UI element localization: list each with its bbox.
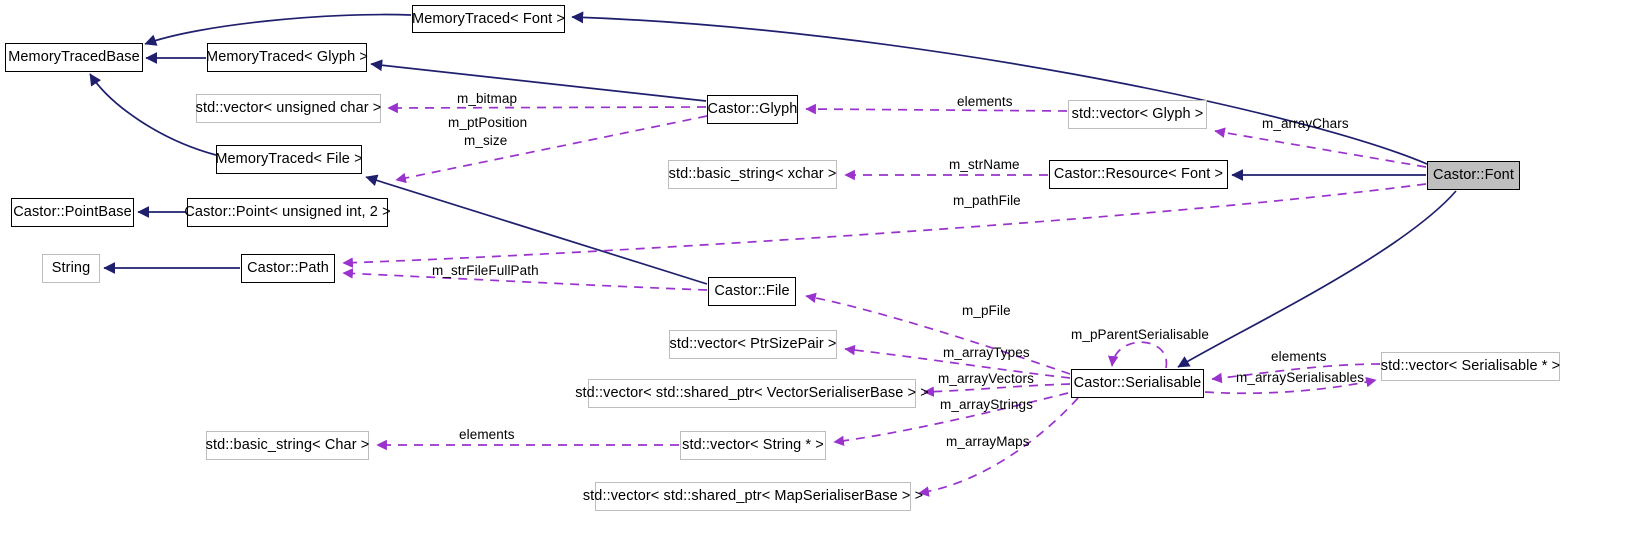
edge-label-m-ptposition: m_ptPosition <box>448 115 528 130</box>
node-castor-path[interactable]: Castor::Path <box>241 254 335 283</box>
node-string[interactable]: String <box>42 254 100 283</box>
node-basic-string-char[interactable]: std::basic_string< Char > <box>206 431 369 460</box>
node-vector-mapserialiser[interactable]: std::vector< std::shared_ptr< MapSeriali… <box>583 482 923 511</box>
node-label: Castor::Glyph <box>707 101 798 118</box>
edge-label-m-pfile: m_pFile <box>962 303 1011 318</box>
edge-castorserialisable-to-vectormapser <box>918 397 1079 497</box>
edge-label-m-size: m_size <box>464 133 508 148</box>
node-label: std::basic_string< xchar > <box>668 166 837 183</box>
edge-label-m-strname: m_strName <box>949 157 1020 172</box>
edge-label-m-arraytypes: m_arrayTypes <box>943 345 1030 360</box>
node-label: std::vector< Serialisable * > <box>1380 358 1561 375</box>
usage-edges <box>342 102 1427 497</box>
edge-castorfont-to-vectorglyph <box>1214 127 1427 168</box>
node-memorytraced-file[interactable]: MemoryTraced< File > <box>215 145 363 174</box>
edge-label-m-pparentserialisable: m_pParentSerialisable <box>1071 327 1209 342</box>
node-vector-unsigned-char[interactable]: std::vector< unsigned char > <box>196 94 381 123</box>
edge-label-elements-string: elements <box>459 427 515 442</box>
node-label: Castor::File <box>714 283 790 300</box>
edge-label-m-strfilefullpath: m_strFileFullPath <box>432 263 539 278</box>
edge-castorserialisable-to-vectorserialisable <box>1204 376 1377 395</box>
node-label: Castor::Font <box>1433 167 1514 184</box>
node-label: std::vector< String * > <box>682 437 824 454</box>
node-label: MemoryTracedBase <box>8 49 140 66</box>
node-castor-resource-font[interactable]: Castor::Resource< Font > <box>1049 160 1228 189</box>
node-label: std::vector< unsigned char > <box>195 100 382 117</box>
edge-memorytracedfont-to-memorytracedbase <box>144 13 412 46</box>
node-castor-glyph[interactable]: Castor::Glyph <box>707 95 798 124</box>
node-castor-point[interactable]: Castor::Point< unsigned int, 2 > <box>184 198 391 227</box>
edge-label-elements-serialisable: elements <box>1271 349 1327 364</box>
edge-vectorserialisable-to-castorserialisable <box>1211 363 1381 384</box>
edge-castorfile-to-castorpath <box>342 268 708 291</box>
node-label: std::vector< PtrSizePair > <box>669 336 837 353</box>
edge-castorserialisable-to-vectorvectorser <box>923 383 1071 397</box>
node-label: std::vector< std::shared_ptr< VectorSeri… <box>575 385 929 402</box>
node-vector-vectorserialiser[interactable]: std::vector< std::shared_ptr< VectorSeri… <box>575 379 929 408</box>
edge-castorfile-to-memorytracedfile <box>365 174 708 285</box>
edge-castorserialisable-to-vectorptrsizepair <box>844 344 1071 379</box>
edge-castorglyph-to-memorytracedglyph <box>370 59 707 102</box>
node-castor-pointbase[interactable]: Castor::PointBase <box>11 198 134 227</box>
node-memorytraced-font[interactable]: MemoryTraced< Font > <box>412 5 565 33</box>
node-castor-font[interactable]: Castor::Font <box>1427 161 1520 190</box>
edge-label-m-arrayserialisables: m_arraySerialisables <box>1236 370 1365 385</box>
node-vector-string-ptr[interactable]: std::vector< String * > <box>680 431 826 460</box>
edge-label-m-arraystrings: m_arrayStrings <box>940 397 1033 412</box>
edge-label-elements-glyph: elements <box>957 94 1013 109</box>
edge-castorserialisable-to-vectorstringptr <box>833 392 1069 447</box>
edge-label-m-bitmap: m_bitmap <box>457 91 518 106</box>
node-castor-file[interactable]: Castor::File <box>708 277 796 306</box>
edge-castorserialisable-self-loop <box>1107 341 1168 369</box>
node-vector-serialisable-ptr[interactable]: std::vector< Serialisable * > <box>1381 352 1560 381</box>
edge-castorglyph-to-castorpoint <box>395 115 708 184</box>
node-label: Castor::Path <box>247 260 329 277</box>
edge-memorytracedfile-to-memorytracedbase <box>89 73 217 156</box>
node-memorytracedbase[interactable]: MemoryTracedBase <box>5 43 143 72</box>
node-basic-string-xchar[interactable]: std::basic_string< xchar > <box>668 160 837 189</box>
edge-castorserialisable-to-castorfile <box>805 292 1071 375</box>
edge-castorfont-to-castorserialisable <box>1177 190 1457 368</box>
node-label: Castor::Resource< Font > <box>1053 166 1224 183</box>
node-label: std::vector< Glyph > <box>1071 106 1204 123</box>
edge-castorfont-to-castorpath <box>342 183 1427 268</box>
node-vector-ptrsizepair[interactable]: std::vector< PtrSizePair > <box>669 330 837 359</box>
node-label: MemoryTraced< Glyph > <box>206 49 368 66</box>
edge-label-m-arrayvectors: m_arrayVectors <box>938 371 1034 386</box>
node-castor-serialisable[interactable]: Castor::Serialisable <box>1071 369 1204 398</box>
edge-castorfont-to-memorytracedfont <box>571 11 1428 165</box>
node-label: MemoryTraced< File > <box>215 151 363 168</box>
edge-label-m-pathfile: m_pathFile <box>953 193 1021 208</box>
node-vector-glyph[interactable]: std::vector< Glyph > <box>1068 100 1207 129</box>
node-label: String <box>51 260 91 277</box>
node-label: std::basic_string< Char > <box>205 437 370 454</box>
node-memorytraced-glyph[interactable]: MemoryTraced< Glyph > <box>206 43 368 72</box>
edge-castorglyph-to-vectorunsignedchar <box>387 102 707 114</box>
edge-label-m-arraymaps: m_arrayMaps <box>946 434 1030 449</box>
node-label: Castor::PointBase <box>13 204 132 221</box>
node-label: Castor::Point< unsigned int, 2 > <box>184 204 391 221</box>
node-label: Castor::Serialisable <box>1073 375 1202 392</box>
node-label: MemoryTraced< Font > <box>412 10 565 27</box>
edge-vectorglyph-to-castorglyph <box>805 103 1068 115</box>
inheritance-edges <box>89 11 1457 368</box>
node-label: std::vector< std::shared_ptr< MapSeriali… <box>582 488 924 505</box>
edge-label-m-arraychars: m_arrayChars <box>1262 116 1349 131</box>
